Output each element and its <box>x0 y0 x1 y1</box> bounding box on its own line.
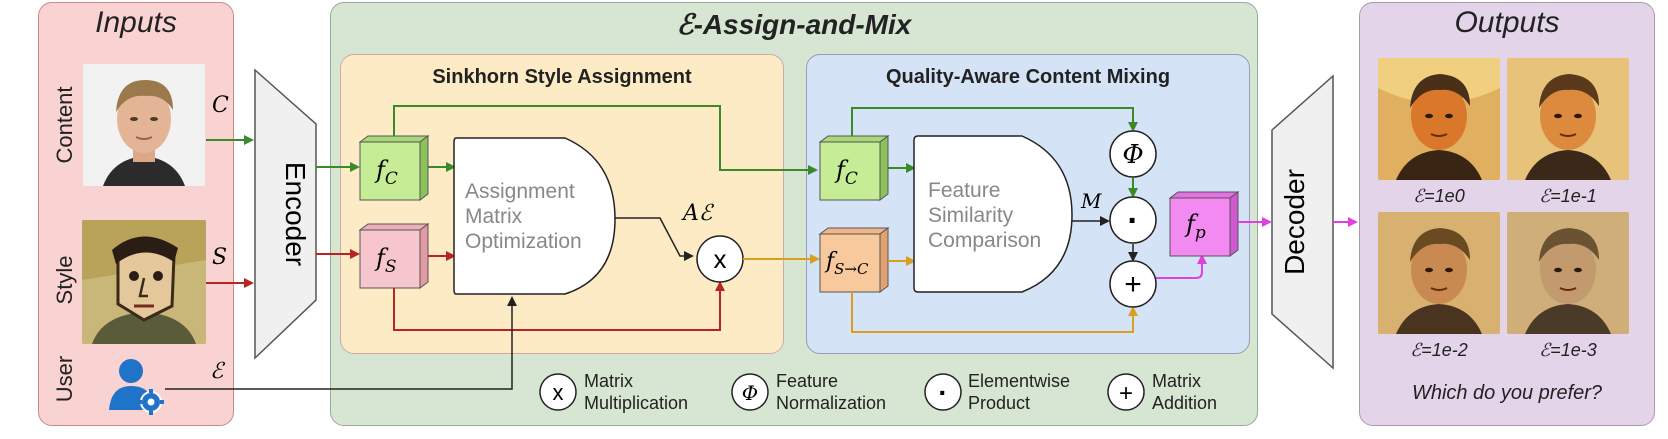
legend-addition: Matrix Addition <box>1152 371 1218 413</box>
output-label-3: ℰ=1e-2 <box>1410 340 1468 360</box>
matmul-glyph: x <box>714 244 727 274</box>
legend-plus-glyph: + <box>1119 380 1133 407</box>
assignment-line-2: Matrix <box>465 205 523 228</box>
output-image-2 <box>1507 58 1629 180</box>
similarity-line-1: Feature <box>928 179 1000 202</box>
fc-block-sinkhorn <box>358 135 430 201</box>
output-label-4: ℰ=1e-3 <box>1539 340 1597 360</box>
fp-block <box>1168 191 1240 257</box>
encoder-label: Encoder <box>280 162 311 266</box>
feature-normalization-operator <box>1109 130 1157 178</box>
legend-plus-icon <box>1107 373 1145 411</box>
phi-glyph: Φ <box>1122 140 1143 170</box>
encoder-block <box>254 68 317 360</box>
user-settings-icon <box>107 358 167 416</box>
sinkhorn-title: Sinkhorn Style Assignment <box>432 66 692 88</box>
assignment-line-3: Optimization <box>465 230 582 253</box>
epsilon-symbol: ℰ <box>210 359 226 384</box>
output-image-4 <box>1507 212 1629 334</box>
elementwise-product-operator <box>1109 196 1157 244</box>
style-symbol: S <box>212 245 227 270</box>
legend-phi-glyph: Φ <box>742 381 758 405</box>
decoder-label: Decoder <box>1279 169 1310 275</box>
output-image-3 <box>1378 212 1500 334</box>
plus-glyph: + <box>1124 268 1142 301</box>
output-label-2: ℰ=1e-1 <box>1539 186 1597 206</box>
content-image <box>83 64 205 186</box>
assignment-line-1: Assignment <box>465 180 575 203</box>
feature-similarity-block <box>913 135 1073 293</box>
fc-block-mixing <box>818 135 890 201</box>
fs-block <box>358 223 430 289</box>
outputs-title: Outputs <box>1454 6 1560 39</box>
assignment-matrix-block <box>453 137 616 295</box>
content-symbol: C <box>212 93 229 118</box>
style-image <box>82 220 206 344</box>
legend-normalization: Feature Normalization <box>776 371 887 413</box>
dot-glyph: · <box>1127 202 1138 240</box>
legend-dot-glyph: · <box>938 377 947 408</box>
legend-dot-icon <box>924 373 962 411</box>
fs-to-c-block <box>818 227 890 293</box>
legend-phi-icon <box>731 373 769 411</box>
legend-matmul-glyph: x <box>553 380 564 405</box>
similarity-line-2: Similarity <box>928 204 1014 227</box>
similarity-line-3: Comparison <box>928 229 1041 252</box>
mixing-title: Quality-Aware Content Mixing <box>885 66 1171 88</box>
main-title: ℰ-Assign-and-Mix <box>676 9 912 40</box>
preference-prompt: Which do you prefer? <box>1411 382 1603 404</box>
a-epsilon-label: Aℰ <box>681 201 715 226</box>
output-label-1: ℰ=1e0 <box>1413 186 1465 206</box>
legend-matmul-icon <box>539 373 577 411</box>
decoder-block <box>1271 74 1334 370</box>
m-label: M <box>1080 189 1102 213</box>
legend-matmul: Matrix Multiplication <box>584 371 689 413</box>
matrix-addition-operator <box>1109 260 1157 308</box>
legend-elementwise: Elementwise Product <box>968 371 1071 413</box>
inputs-title: Inputs <box>95 6 177 39</box>
output-image-1 <box>1378 58 1500 180</box>
